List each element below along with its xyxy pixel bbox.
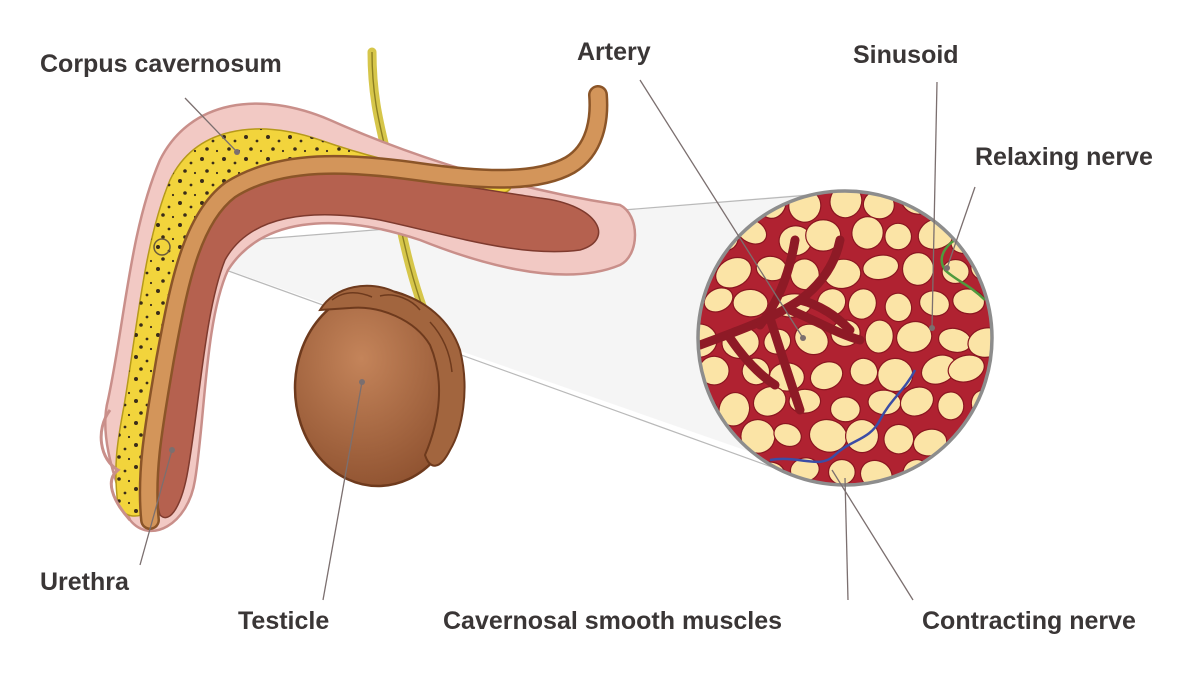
sinusoid-cell: [918, 290, 951, 317]
sinusoid-cell: [827, 458, 856, 485]
leader-relaxing-nerve: [946, 186, 976, 269]
sinusoid-cell: [895, 320, 933, 353]
leader-testicle: [322, 381, 363, 601]
epididymis: [318, 284, 466, 467]
artery-branch: [765, 313, 805, 415]
sinusoid-cell: [805, 219, 842, 252]
sinusoid-cell: [829, 396, 861, 423]
leader-urethra: [139, 449, 173, 566]
leader-corpus-cavernosum: [184, 97, 238, 153]
sinusoid-cell: [851, 216, 884, 250]
label-testicle: Testicle: [238, 607, 330, 635]
sinusoid-cell: [844, 419, 880, 454]
sinusoid-cell: [773, 422, 802, 448]
sinusoid-cell: [899, 386, 935, 417]
label-corpus-cavernosum: Corpus cavernosum: [40, 50, 282, 78]
contracting-nerve-fiber: [769, 369, 917, 464]
magnification-funnel: [162, 191, 845, 485]
leader-artery: [639, 79, 804, 339]
sinusoid-cell: [847, 288, 877, 320]
label-relaxing-nerve: Relaxing nerve: [975, 143, 1153, 171]
leader-contracting-nerve: [831, 469, 914, 601]
label-sinusoid: Sinusoid: [853, 41, 959, 69]
label-urethra: Urethra: [40, 568, 129, 596]
artery-branch: [785, 305, 865, 345]
label-artery: Artery: [577, 38, 651, 66]
sinusoid-cell: [947, 354, 985, 383]
sample-region-marker: [153, 238, 171, 256]
sinusoid-cell: [937, 391, 965, 421]
sinusoid-cell: [941, 258, 970, 285]
artery-branch: [725, 333, 780, 390]
sinusoid-cell: [809, 361, 844, 391]
label-cavernosal-smooth-muscles: Cavernosal smooth muscles: [443, 607, 783, 635]
sinusoid-cell: [883, 423, 915, 455]
sinusoid-cell: [884, 292, 913, 323]
leader-cavernosal-smooth-muscles: [844, 477, 849, 601]
leader-sinusoid: [931, 81, 938, 329]
sinusoid-cell: [703, 287, 734, 313]
sinusoid-cell: [732, 288, 769, 318]
artery-branch: [795, 295, 855, 335]
sinusoid-cell: [884, 222, 913, 251]
sinusoid-cell: [752, 386, 787, 417]
glans: [99, 409, 132, 522]
sinusoid-cell: [849, 357, 879, 386]
sinusoid-cell: [864, 319, 894, 354]
sinusoid-cell: [715, 256, 752, 289]
testicle-shape: [293, 284, 466, 488]
label-contracting-nerve: Contracting nerve: [922, 607, 1136, 635]
funnel-edge-bottom: [161, 246, 781, 471]
sinusoid-cell: [862, 254, 900, 281]
